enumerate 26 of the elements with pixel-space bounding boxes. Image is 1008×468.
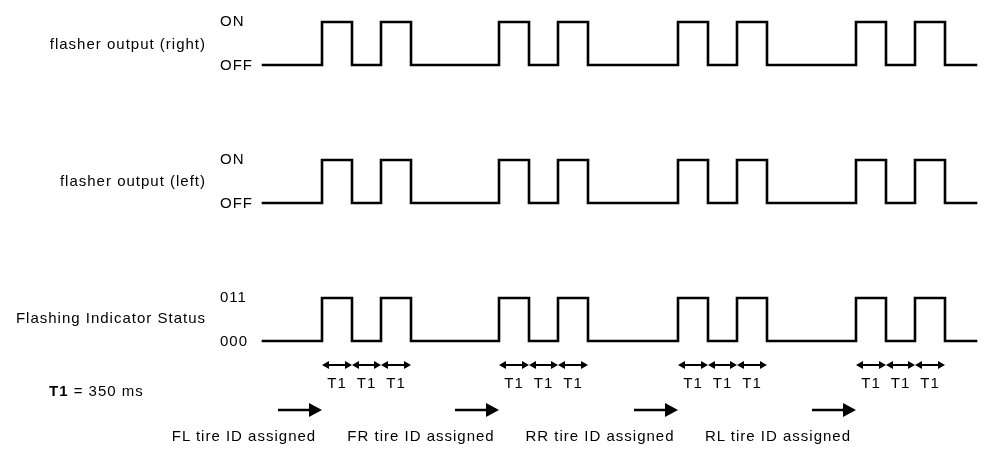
- level-label: ON: [220, 150, 245, 168]
- level-label: ON: [220, 12, 245, 30]
- level-label: 000: [220, 332, 249, 350]
- interval-label: T1: [712, 374, 733, 392]
- interval-label: T1: [920, 374, 940, 392]
- signal-name: Flashing Indicator Status: [15, 309, 206, 327]
- event-label: FR tire ID assigned: [347, 427, 495, 445]
- level-label: OFF: [220, 56, 253, 74]
- event-label: RR tire ID assigned: [525, 427, 675, 445]
- interval-label: T1: [861, 374, 881, 392]
- interval-label: T1: [533, 374, 554, 392]
- interval-label: T1: [327, 374, 347, 392]
- signal-name: flasher output (left): [59, 172, 206, 190]
- interval-label: T1: [683, 374, 703, 392]
- timing-note: T1 = 350 ms: [49, 382, 144, 400]
- interval-label: T1: [890, 374, 911, 392]
- interval-label: T1: [356, 374, 377, 392]
- event-label: RL tire ID assigned: [705, 427, 851, 445]
- event-label: FL tire ID assigned: [171, 427, 317, 445]
- signal-name: flasher output (right): [49, 35, 206, 53]
- interval-label: T1: [386, 374, 406, 392]
- interval-label: T1: [742, 374, 762, 392]
- interval-label: T1: [563, 374, 583, 392]
- level-label: 011: [220, 288, 247, 306]
- interval-label: T1: [504, 374, 524, 392]
- level-label: OFF: [220, 194, 253, 212]
